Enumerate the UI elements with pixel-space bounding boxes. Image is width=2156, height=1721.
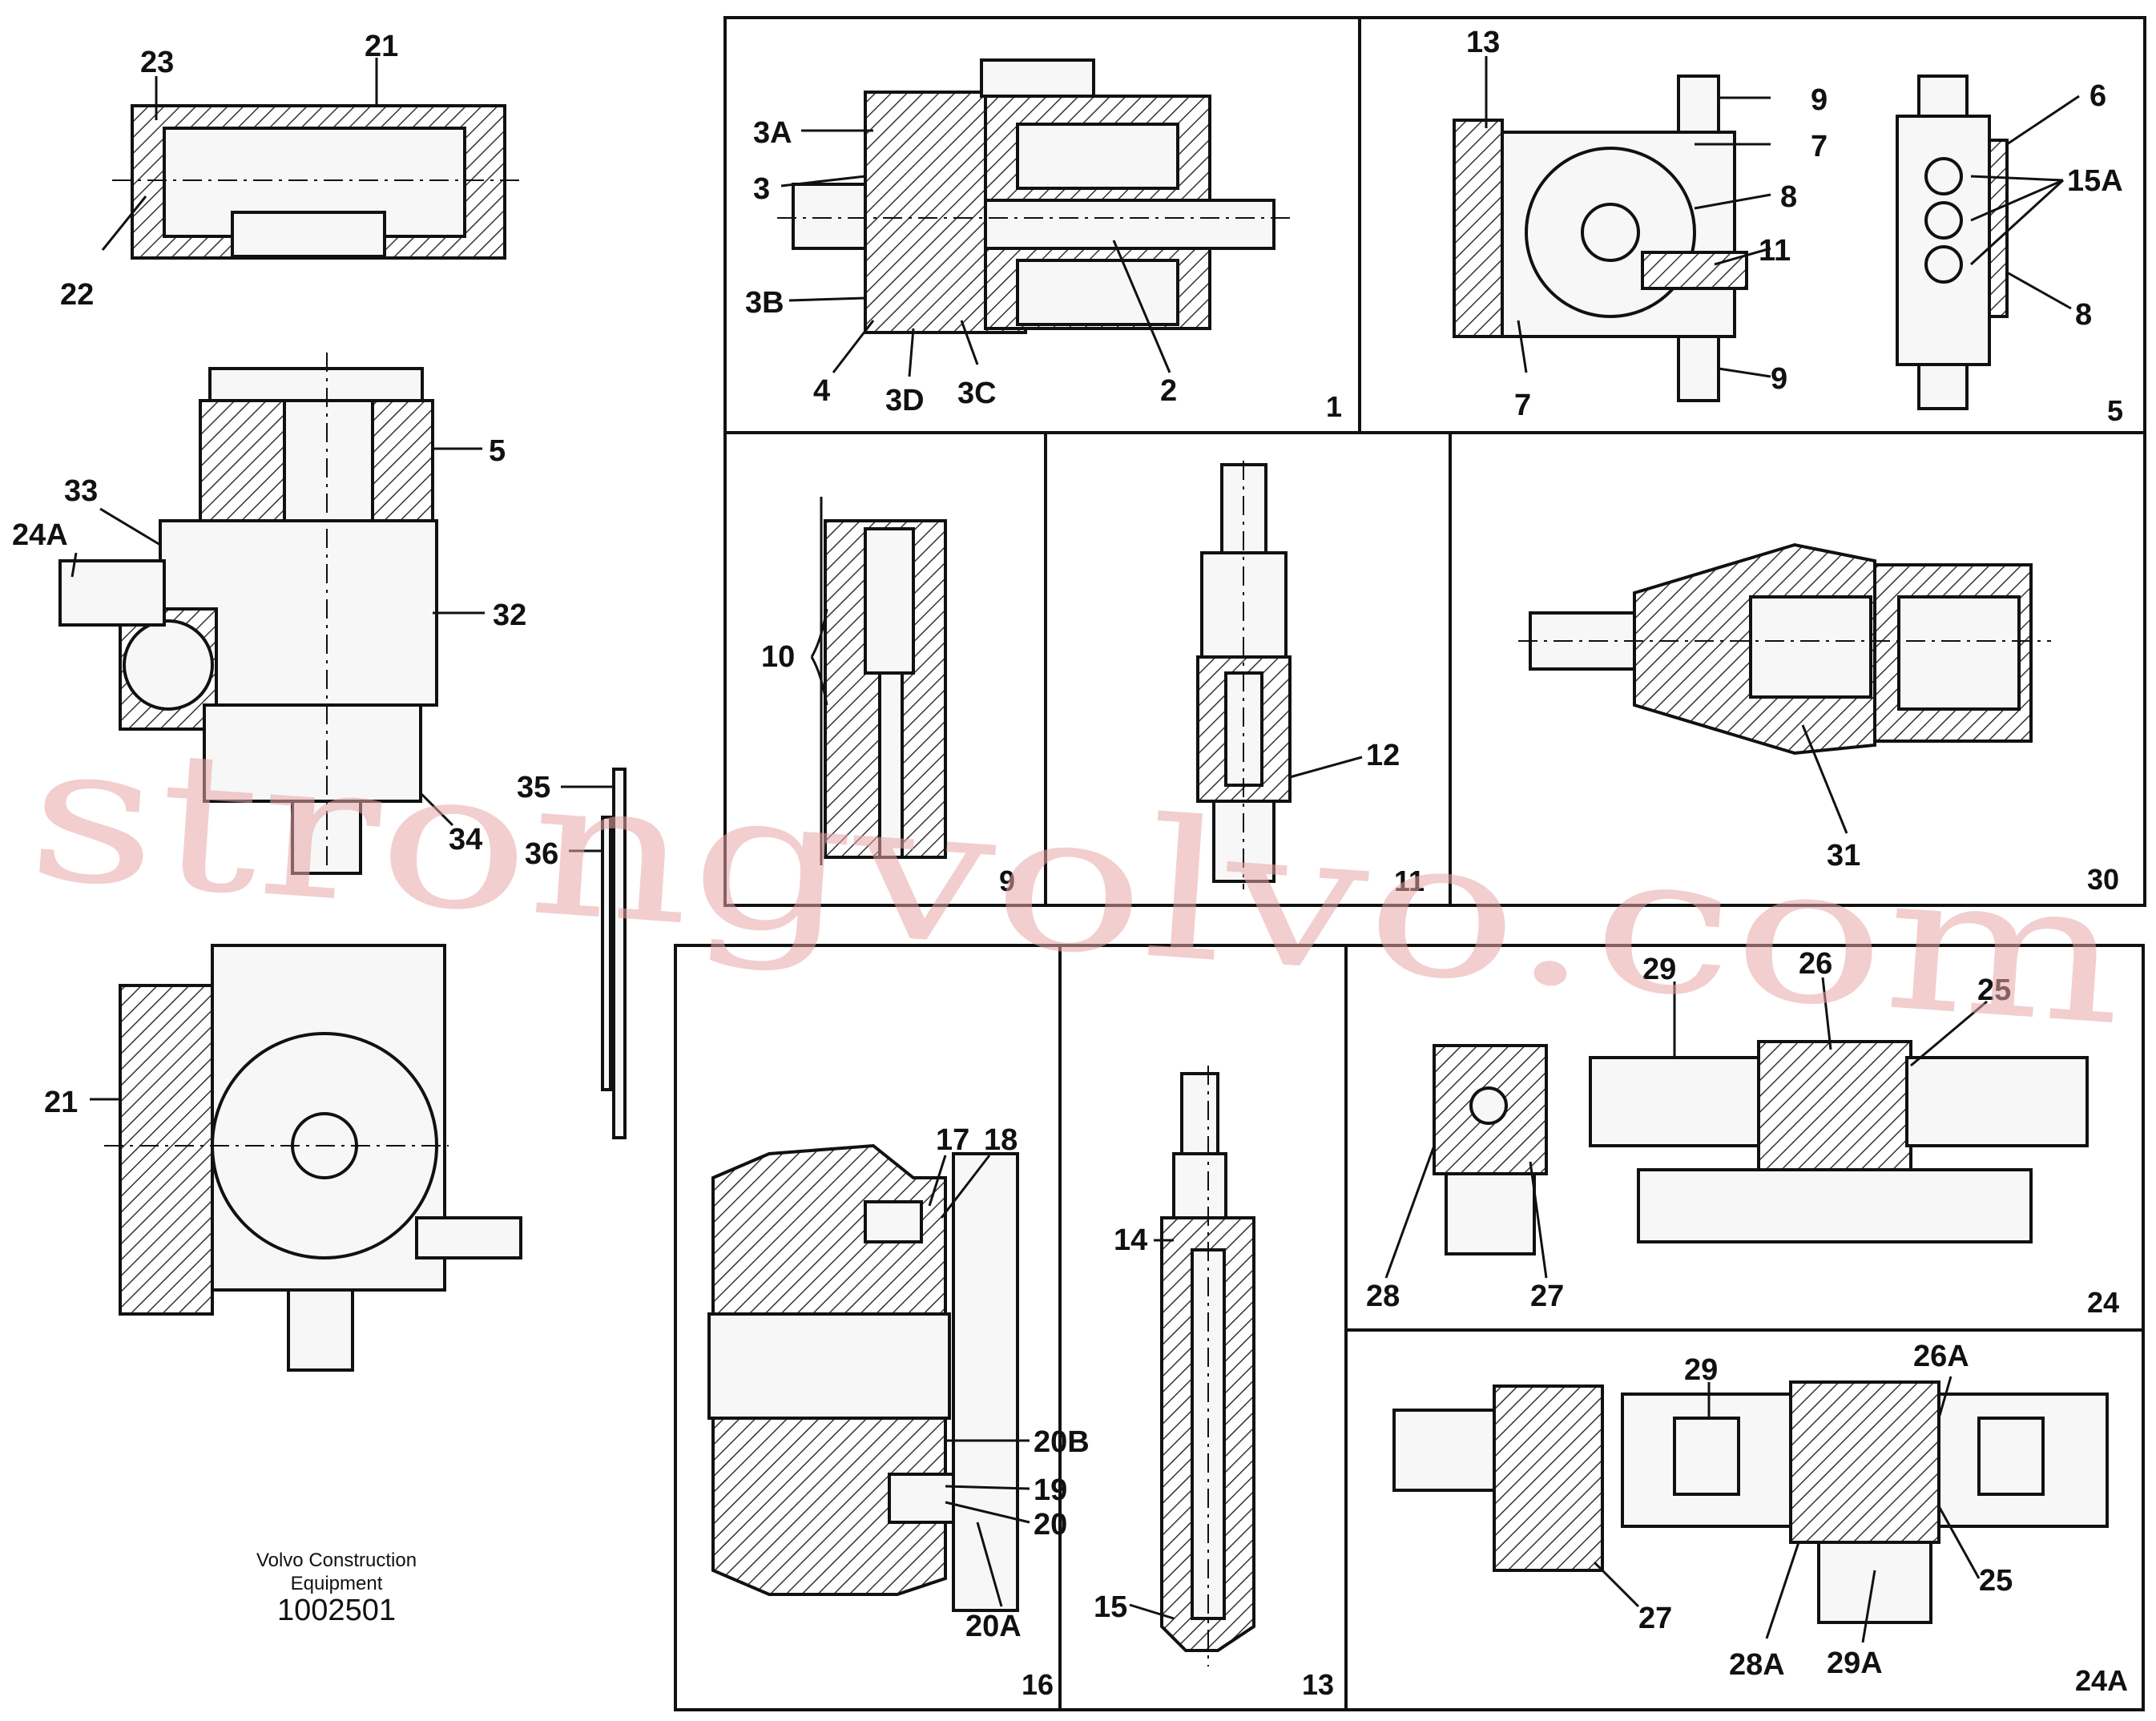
callout-29-bottom: 29	[1684, 1353, 1718, 1387]
panel-frames	[674, 16, 2146, 1711]
callout-23: 23	[140, 46, 174, 79]
leader-lines	[71, 56, 2080, 1643]
callout-28: 28	[1366, 1280, 1400, 1313]
callout-26A: 26A	[1913, 1340, 1969, 1373]
panel-number-9: 9	[999, 865, 1015, 897]
company-name-line2: Equipment	[291, 1573, 383, 1594]
callout-32: 32	[493, 599, 526, 632]
callout-9-top: 9	[1811, 83, 1828, 117]
callout-9-bottom: 9	[1771, 362, 1787, 396]
callout-labels: 23 21 22 5 33 24A 32 34 35 36 21 3A 3 3B…	[12, 26, 2123, 1682]
callout-12: 12	[1366, 739, 1400, 772]
callout-36: 36	[525, 837, 558, 871]
panel-number-5: 5	[2107, 394, 2123, 427]
callout-10: 10	[761, 640, 795, 674]
callout-31: 31	[1827, 839, 1860, 873]
callout-15A: 15A	[2067, 164, 2123, 198]
panel-number-1: 1	[1326, 390, 1342, 423]
callout-21-top: 21	[365, 30, 398, 63]
panel-9-drawing	[820, 497, 947, 865]
panel-30-drawing	[1518, 542, 2051, 756]
panel-number-13: 13	[1302, 1668, 1334, 1701]
panel-11-drawing	[1196, 461, 1292, 889]
callout-20: 20	[1034, 1508, 1067, 1542]
callout-3A: 3A	[753, 116, 792, 150]
callout-27-bottom: 27	[1638, 1602, 1672, 1635]
callout-6: 6	[2090, 79, 2106, 113]
callout-15: 15	[1094, 1590, 1127, 1624]
callout-3C: 3C	[957, 377, 997, 410]
callout-29A: 29A	[1827, 1646, 1883, 1680]
callout-2: 2	[1160, 374, 1177, 408]
company-name-line1: Volvo Construction	[256, 1550, 417, 1571]
panel-number-11: 11	[1394, 865, 1425, 897]
callout-7-bottom: 7	[1514, 389, 1531, 422]
callout-27-top: 27	[1530, 1280, 1564, 1313]
frame-lower-group	[674, 944, 2145, 1711]
panel-24-drawing	[1433, 1040, 2089, 1255]
gasket-drawing	[601, 768, 627, 1139]
callout-33: 33	[64, 474, 98, 508]
callout-20B: 20B	[1034, 1425, 1090, 1459]
pump-front-view-drawing	[104, 944, 522, 1372]
callout-25-top: 25	[1977, 973, 2011, 1007]
callout-35: 35	[517, 771, 550, 804]
panel-numbers: 1 5 9 11 30 16 13 24 24A	[999, 390, 2128, 1701]
callout-24A: 24A	[12, 518, 68, 552]
panel-16-drawing	[707, 1143, 1019, 1612]
panel-number-30: 30	[2087, 863, 2119, 896]
callout-13-top: 13	[1466, 26, 1500, 59]
callout-34: 34	[449, 823, 482, 856]
callout-26: 26	[1799, 947, 1832, 981]
footer-block: Volvo Construction Equipment 1002501	[256, 1550, 417, 1627]
callout-22: 22	[60, 278, 94, 312]
pump-side-view-drawing	[58, 353, 438, 881]
callout-5: 5	[489, 434, 506, 468]
callout-29-top: 29	[1642, 953, 1676, 986]
callout-3D: 3D	[885, 384, 925, 417]
panel-5-drawing	[1453, 75, 2009, 410]
panel-24A-drawing	[1392, 1380, 2109, 1624]
panel-13-drawing	[1160, 1066, 1255, 1667]
panel-number-16: 16	[1022, 1668, 1054, 1701]
callout-4: 4	[813, 374, 830, 408]
callout-17: 17	[936, 1123, 969, 1157]
callout-28A: 28A	[1729, 1648, 1785, 1682]
callout-8-left: 8	[1780, 180, 1797, 214]
callout-8-right: 8	[2075, 298, 2092, 332]
callout-14: 14	[1114, 1223, 1147, 1257]
callout-11-top: 11	[1759, 234, 1791, 268]
panel-number-24: 24	[2087, 1286, 2119, 1319]
callout-25-bottom: 25	[1979, 1564, 2013, 1598]
panel-number-24A: 24A	[2075, 1664, 2128, 1697]
panel-1-drawing	[777, 58, 1290, 334]
callout-3B: 3B	[745, 286, 784, 320]
callout-21-front: 21	[44, 1086, 78, 1119]
callout-19: 19	[1034, 1473, 1067, 1507]
drawing-number: 1002501	[277, 1594, 396, 1627]
callout-18: 18	[984, 1123, 1018, 1157]
housing-cover-drawing	[112, 104, 521, 260]
callout-7-top: 7	[1811, 130, 1828, 163]
callout-20A: 20A	[965, 1610, 1022, 1643]
frame-panel-30	[1449, 431, 2146, 907]
callout-3: 3	[753, 172, 770, 206]
